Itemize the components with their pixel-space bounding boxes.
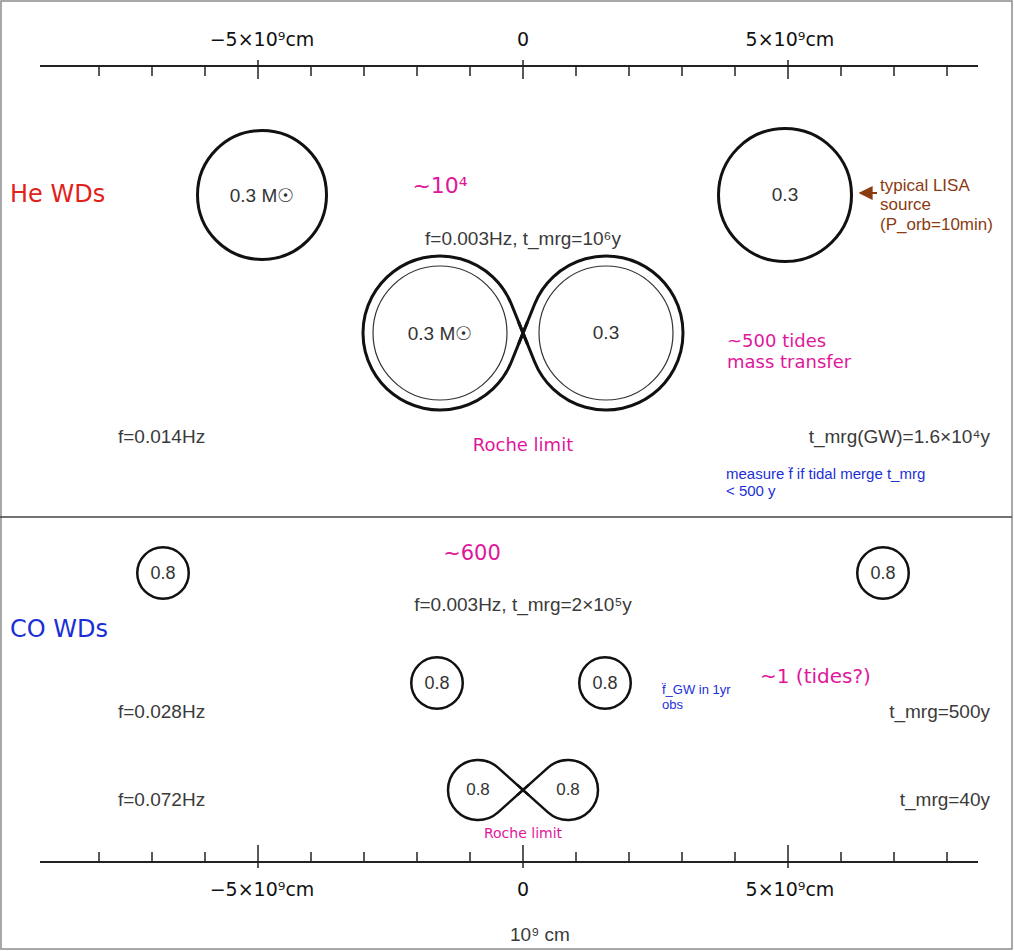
roche-lobe-outline xyxy=(517,760,598,820)
axis-tick xyxy=(946,852,948,862)
cycles-note: ~1 (tides?) xyxy=(760,665,871,688)
separator-line xyxy=(0,516,1012,518)
merge-time-label: t_mrg=40y xyxy=(900,789,990,811)
axis-tick xyxy=(522,60,524,79)
roche-lobe-outline xyxy=(363,256,527,410)
star-outline xyxy=(373,266,507,400)
frequency-label: f=0.003Hz, t_mrg=2×10⁵y xyxy=(414,594,632,616)
roche-lobe: 0.8 xyxy=(448,760,508,820)
star-outline xyxy=(579,657,631,709)
axis-tick xyxy=(469,66,471,76)
star-outline xyxy=(198,131,327,260)
axis-label: 5×10⁹cm xyxy=(746,879,835,901)
roche-lobe-outline xyxy=(519,256,683,410)
axis-tick xyxy=(893,852,895,862)
axis-tick xyxy=(681,852,683,862)
mass-label: 0.8 xyxy=(466,780,490,800)
white-dwarf-circle: 0.8 xyxy=(856,546,910,600)
white-dwarf-circle: 0.8 xyxy=(410,656,464,710)
axis-tick xyxy=(575,852,577,862)
roche-lobe: 0.3 xyxy=(529,256,683,410)
axis-tick xyxy=(151,66,153,76)
group-label: CO WDs xyxy=(10,616,108,644)
cycles-note: ~600 xyxy=(443,541,501,565)
axis-tick xyxy=(363,852,365,862)
axis-tick xyxy=(628,66,630,76)
axis-tick xyxy=(310,852,312,862)
axis-tick xyxy=(469,852,471,862)
axis-tick xyxy=(204,852,206,862)
bottom-axis xyxy=(40,861,978,863)
top-axis xyxy=(40,65,978,67)
axis-tick xyxy=(681,66,683,76)
axis-tick xyxy=(893,66,895,76)
mass-label: 0.3 xyxy=(593,322,619,344)
roche-lobe-outline xyxy=(448,760,529,820)
frequency-label: f=0.014Hz xyxy=(118,426,205,448)
axis-tick xyxy=(628,852,630,862)
measurement-note: f̈_GW in 1yr obs xyxy=(662,683,732,713)
axis-tick xyxy=(787,845,789,868)
merge-time-label: t_mrg=500y xyxy=(889,701,990,723)
mass-label: 0.8 xyxy=(150,563,175,584)
mass-label: 0.3 xyxy=(772,184,798,206)
axis-label: −5×10⁹cm xyxy=(210,29,315,51)
frequency-label: f=0.028Hz xyxy=(118,701,205,723)
mass-label: 0.3 M☉ xyxy=(408,322,473,345)
cycles-note: ~500 tides mass transfer xyxy=(727,331,857,372)
axis-tick xyxy=(787,60,789,79)
axis-tick xyxy=(734,852,736,862)
star-outline xyxy=(539,266,673,400)
white-dwarf-circle: 0.8 xyxy=(136,546,190,600)
axis-tick xyxy=(734,66,736,76)
measurement-note: measure f̈ if tidal merge t_mrg < 500 y xyxy=(726,465,938,500)
axis-tick xyxy=(946,66,948,76)
white-dwarf-circle: 0.8 xyxy=(578,656,632,710)
star-outline xyxy=(719,129,852,262)
cycles-note: ~10⁴ xyxy=(412,173,467,198)
axis-tick xyxy=(98,852,100,862)
roche-note: Roche limit xyxy=(484,825,562,841)
axis-label: 0 xyxy=(517,879,529,901)
axis-tick xyxy=(151,852,153,862)
axis-unit: 10⁹ cm xyxy=(510,924,570,946)
mass-label: 0.8 xyxy=(424,673,449,694)
axis-label: 0 xyxy=(517,29,529,51)
axis-label: −5×10⁹cm xyxy=(210,879,315,901)
roche-lobe: 0.8 xyxy=(538,760,598,820)
star-outline xyxy=(411,657,463,709)
star-outline xyxy=(137,547,189,599)
axis-tick xyxy=(204,66,206,76)
mass-label: 0.3 M☉ xyxy=(230,184,295,207)
white-dwarf-circle: 0.3 M☉ xyxy=(196,129,328,261)
white-dwarf-circle: 0.3 xyxy=(717,127,853,263)
axis-tick xyxy=(98,66,100,76)
axis-tick xyxy=(310,66,312,76)
axis-tick xyxy=(840,852,842,862)
axis-label: 5×10⁹cm xyxy=(746,29,835,51)
axis-tick xyxy=(522,845,524,868)
frequency-label: f=0.072Hz xyxy=(118,789,205,811)
merge-time-label: t_mrg(GW)=1.6×10⁴y xyxy=(809,426,990,448)
axis-tick xyxy=(257,845,259,868)
axis-tick xyxy=(257,60,259,79)
mass-label: 0.8 xyxy=(592,673,617,694)
star-outline xyxy=(857,547,909,599)
mass-label: 0.8 xyxy=(556,780,580,800)
axis-ticks xyxy=(99,60,947,868)
axis-tick xyxy=(840,66,842,76)
axis-tick xyxy=(363,66,365,76)
leader-arrow xyxy=(860,192,877,194)
group-label: He WDs xyxy=(10,181,105,209)
mass-label: 0.8 xyxy=(870,563,895,584)
frequency-label: f=0.003Hz, t_mrg=10⁶y xyxy=(425,228,621,250)
roche-note: Roche limit xyxy=(473,435,573,456)
axis-tick xyxy=(416,852,418,862)
source-note: typical LISA source (P_orb=10min) xyxy=(880,176,993,235)
axis-tick xyxy=(416,66,418,76)
roche-lobe: 0.3 M☉ xyxy=(363,256,517,410)
axis-tick xyxy=(575,66,577,76)
